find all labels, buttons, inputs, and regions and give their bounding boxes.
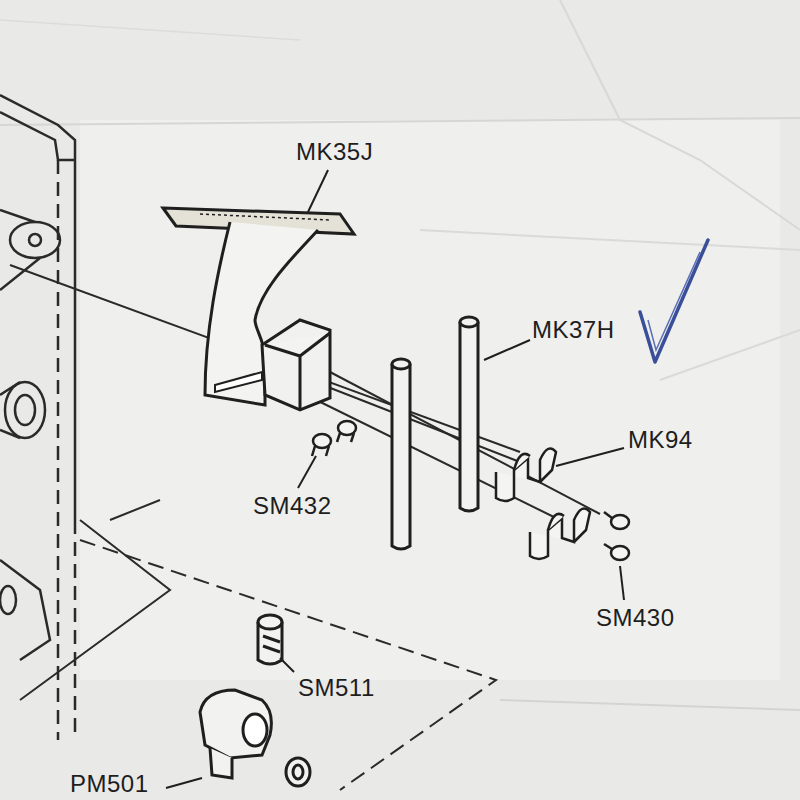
part-number: MK35J: [296, 140, 373, 164]
part-number: MK94: [628, 428, 693, 452]
lower-parts: [200, 615, 310, 786]
part-number: SM511: [298, 676, 375, 700]
part-number: PM501: [70, 772, 149, 796]
part-number: MK37H: [532, 318, 615, 342]
bracket-part: [163, 208, 354, 410]
machine-housing: [0, 95, 75, 740]
check-mark: [640, 240, 708, 362]
part-number: SM432: [253, 494, 332, 518]
clip-parts: [496, 448, 590, 559]
guide-lines: [10, 265, 600, 790]
rod-parts: [392, 317, 478, 549]
part-number: SM430: [596, 606, 675, 630]
leader-lines: [166, 170, 624, 788]
screw-parts: [312, 421, 629, 560]
